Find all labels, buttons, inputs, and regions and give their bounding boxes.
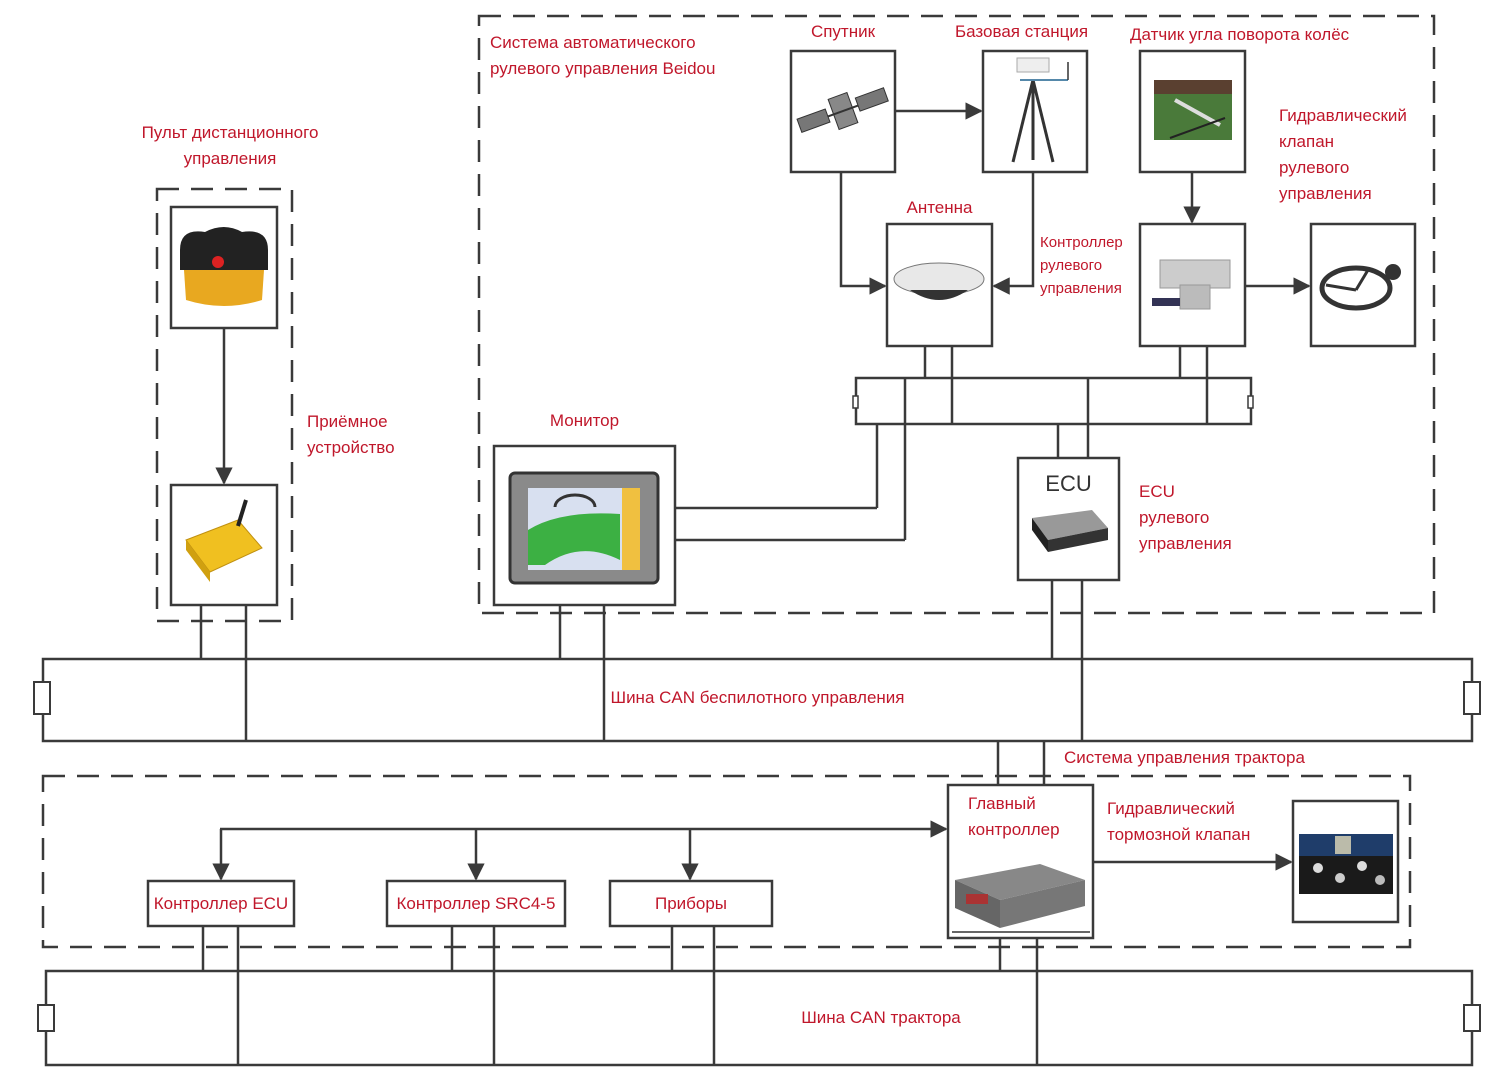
remote-control-label: Пульт дистанционного управления: [141, 123, 319, 168]
wheel-angle-sensor-label: Датчик угла поворота колёс: [1130, 25, 1350, 44]
src-controller-box[interactable]: [385, 879, 567, 928]
steering-controller-icon: [1152, 259, 1231, 310]
beidou-system-group: [477, 14, 1436, 615]
local-bus: [854, 376, 1253, 426]
steering-ecu-label: ECU рулевого управления: [1139, 482, 1232, 553]
base-station-label: Базовая станция: [955, 22, 1089, 41]
monitor-icon: [508, 471, 660, 585]
antenna-label: Антенна: [906, 198, 973, 217]
ecu-box-title: ECU: [1045, 471, 1092, 496]
base-station-icon: [1011, 57, 1069, 163]
tractor-control-group: [41, 774, 1412, 949]
brake-valve-icon: [1299, 834, 1393, 894]
unmanned-can-terminator-left: [33, 681, 51, 715]
instruments-label: Приборы: [654, 893, 728, 913]
main-controller-label: Главный контроллер: [968, 794, 1060, 839]
instruments-box[interactable]: [608, 879, 774, 928]
src-controller-label: Контроллер SRC4-5: [396, 893, 556, 913]
hydraulic-brake-valve-label: Гидравлический тормозной клапан: [1107, 799, 1251, 844]
steering-controller-label: Контроллер рулевого управления: [1040, 234, 1123, 297]
ecu-controller-label: Контроллер ECU: [153, 893, 289, 913]
tractor-can-terminator-right: [1463, 1004, 1481, 1032]
arrow-base-to-antenna: [992, 172, 1035, 295]
local-bus-terminator-right: [1247, 395, 1254, 409]
receiver-icon: [185, 499, 263, 582]
ecu-icon: [1032, 510, 1108, 552]
bus-wires: [199, 346, 1209, 1065]
unmanned-can-terminator-right: [1463, 681, 1481, 715]
monitor-label: Монитор: [549, 411, 620, 430]
remote-control-icon: [180, 227, 268, 306]
wheel-sensor-icon: [1154, 80, 1232, 140]
steering-wheel-icon: [1319, 264, 1401, 311]
hydraulic-steering-valve-label: Гидравлический клапан рулевого управлени…: [1279, 106, 1407, 203]
local-bus-terminator-left: [852, 395, 859, 409]
ecu-controller-box[interactable]: [146, 879, 296, 928]
satellite-icon: [796, 87, 889, 134]
remote-control-group: [155, 187, 294, 623]
unmanned-can-bus-label: Шина CAN беспилотного управления: [610, 688, 905, 707]
tractor-can-bus-label: Шина CAN трактора: [801, 1008, 961, 1027]
antenna-icon: [893, 262, 985, 300]
tractor-can-terminator-left: [37, 1004, 55, 1032]
beidou-system-label: Система автоматического рулевого управле…: [490, 33, 716, 78]
tractor-control-system-label: Система управления трактора: [1064, 748, 1305, 767]
arrow-satellite-to-antenna: [839, 172, 887, 295]
satellite-label: Спутник: [810, 22, 876, 41]
receiver-label: Приёмное устройство: [307, 412, 395, 457]
base-station-box[interactable]: [981, 49, 1089, 174]
main-controller-icon: [952, 864, 1090, 933]
